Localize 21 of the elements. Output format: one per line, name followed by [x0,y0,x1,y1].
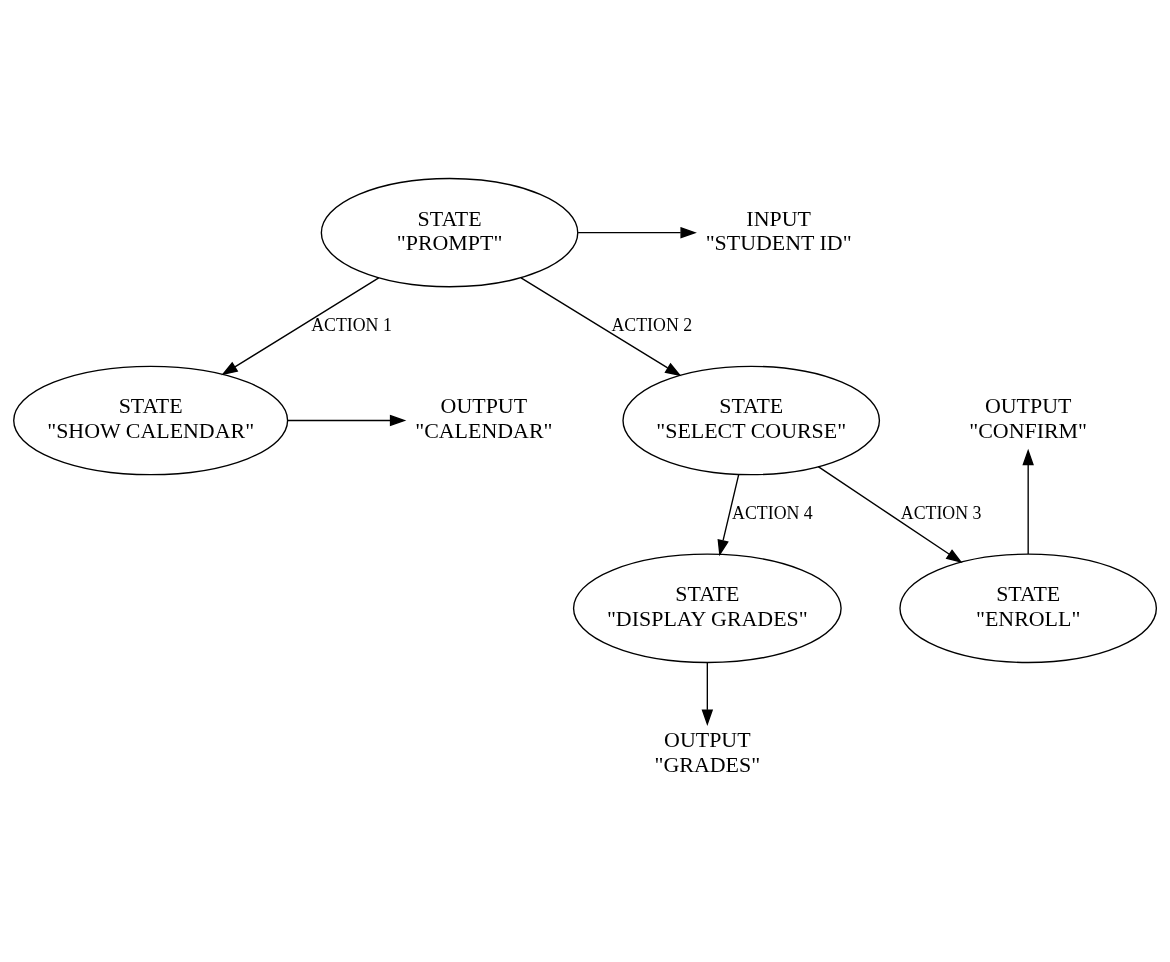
node-text: INPUT "STUDENT ID" [705,205,852,255]
arrow [520,276,682,376]
node-text: OUTPUT "CALENDAR" [415,392,553,443]
node-ellipse: STATE "PROMPT" [320,177,579,287]
node-ellipse: STATE "ENROLL" [899,553,1158,663]
node-text: OUTPUT "GRADES" [654,726,761,777]
node-text: OUTPUT "CONFIRM" [969,392,1088,443]
arrow [287,414,407,426]
arrow [817,465,963,563]
edge-label: ACTION 3 [900,502,982,523]
edge-label: ACTION 2 [611,314,693,335]
node-ellipse: STATE "DISPLAY GRADES" [572,553,842,663]
arrow [1022,448,1034,555]
node-ellipse: STATE "SELECT COURSE" [622,365,881,475]
node-ellipse: STATE "SHOW CALENDAR" [13,365,289,475]
edge-label: ACTION 4 [732,502,813,523]
arrow [577,226,697,238]
edge-label: ACTION 1 [311,314,392,335]
arrow [221,276,380,375]
arrow [717,473,740,556]
arrow [701,661,714,726]
